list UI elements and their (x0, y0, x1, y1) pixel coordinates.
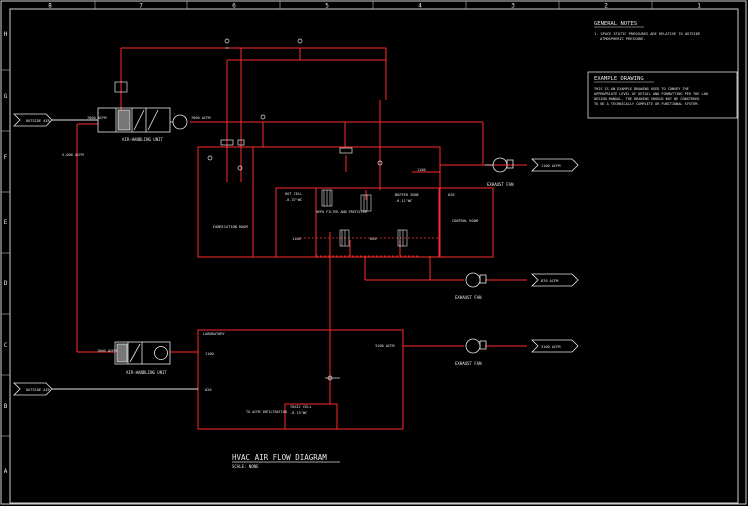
general-note-1b: ATMOSPHERIC PRESSURE. (600, 37, 645, 41)
exhaust-label: 870 ACFM (541, 279, 559, 283)
room-g-pressure: -0.15"WC (290, 411, 307, 415)
row-markers (1, 69, 10, 437)
return-cfm: 5,000 ACFM (62, 153, 84, 157)
row-label: D (4, 280, 8, 287)
example-text: DESIGN MANUAL. THE DRAWING SHOULD NOT BE… (594, 97, 699, 101)
flow-value: 1100 (292, 237, 301, 241)
column-markers (94, 1, 653, 9)
ahu-1-supply-cfm: 7000 ACFM (191, 116, 211, 120)
room-b-label: HOT CELL (285, 192, 302, 196)
flow-value: 1100 (417, 168, 426, 172)
ef-3-label: EXHAUST FAN (455, 361, 482, 366)
row-label: C (4, 342, 8, 349)
outside-air-label: OUTSIDE AIR (26, 388, 51, 392)
row-label: B (4, 403, 8, 410)
example-text: THIS IS AN EXAMPLE DRAWING USED TO CONVE… (594, 87, 689, 91)
example-drawing-box (587, 71, 738, 119)
flow-value: 620 (205, 388, 212, 392)
ahu-2-supply-cfm: 7000 ACFM (97, 349, 117, 353)
col-label: 5 (325, 3, 329, 10)
outside-air-label: OUTSIDE AIR (26, 119, 51, 123)
exhaust-label: 1100 ACFM (541, 164, 561, 168)
col-label: 6 (232, 3, 236, 10)
example-text: APPROPRIATE LEVEL OF DETAIL AND FORMATTI… (594, 92, 708, 96)
ahu-1-label: AIR-HANDLING UNIT (122, 137, 164, 142)
col-label: 3 (511, 3, 515, 10)
exhaust-label: 3100 ACFM (541, 345, 561, 349)
ahu-2-label: AIR-HANDLING UNIT (126, 370, 168, 375)
flow-value: 1100 (205, 352, 214, 356)
room-d-label: CONTROL ROOM (452, 219, 479, 223)
col-label: 8 (48, 3, 52, 10)
ef-2-label: EXHAUST FAN (455, 295, 482, 300)
col-label: 4 (418, 3, 422, 10)
ef-1-label: EXHAUST FAN (487, 182, 514, 187)
room-c-label: BUFFER ZONE (395, 193, 419, 197)
row-label: A (4, 468, 8, 475)
row-label: G (4, 93, 8, 100)
room-a-label: FABRICATION ROOM (213, 225, 248, 229)
flow-value: 3100 ACFM (375, 344, 395, 348)
outside-air-lines (52, 119, 198, 390)
example-title: EXAMPLE DRAWING (594, 76, 644, 82)
room-g-label: TOXIC CELL (290, 405, 312, 409)
drawing-title: HVAC AIR FLOW DIAGRAM (232, 453, 327, 462)
ductwork (76, 47, 527, 430)
exhaust-fan-2 (465, 272, 487, 288)
infiltration-label: TO ACFM INFILTRATION (246, 410, 287, 414)
room-b-pressure: -0.37"WC (285, 198, 302, 202)
example-text: TO BE A TECHNICALLY COMPLETE OR FUNCTION… (594, 102, 699, 106)
flow-value: 620 (448, 193, 455, 197)
dampers (114, 38, 383, 381)
row-label: H (4, 31, 8, 38)
ahu-2 (114, 341, 171, 365)
exhaust-fan-1 (485, 157, 514, 173)
row-label: E (4, 219, 8, 226)
col-label: 7 (139, 3, 143, 10)
inner-border (9, 8, 739, 504)
row-label: F (4, 154, 8, 161)
general-notes-title: GENERAL NOTES (594, 21, 637, 27)
drawing-scale: SCALE: NONE (232, 464, 259, 469)
outside-air-arrow (13, 113, 53, 396)
exhaust-arrow (531, 158, 579, 353)
room-f-label: LABORATORY (203, 332, 225, 336)
ahu-1 (97, 107, 188, 133)
flow-value: 7000 ACFM (87, 116, 107, 120)
col-label: 2 (604, 3, 608, 10)
col-label: 1 (697, 3, 701, 10)
hepa-filter (321, 189, 408, 247)
room-e-label: HEPA FILTER AND PREFILTER (316, 210, 368, 214)
flow-value: 620 (370, 237, 377, 241)
general-note-1: 1. SPACE STATIC PRESSURES ARE RELATIVE T… (594, 32, 700, 36)
room-c-pressure: -0.11"WC (395, 199, 412, 203)
exhaust-fan-3 (465, 338, 487, 354)
